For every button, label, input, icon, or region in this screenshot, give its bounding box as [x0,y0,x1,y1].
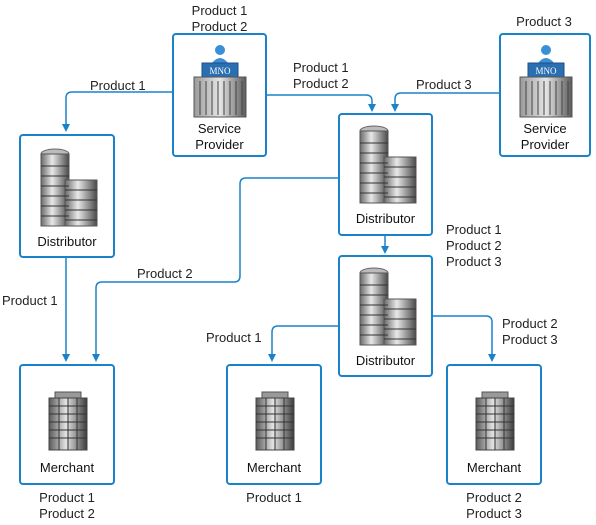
node-label-line: Merchant [39,460,95,475]
merchant-mid-products: Product 1 [226,490,322,506]
flow-label-line: Product 1 [90,78,146,93]
mno-badge-text: MNO [209,66,231,76]
caption-line: Product 3 [466,506,522,521]
flow-label-sp2-dist-center: Product 3 [416,77,472,93]
caption-line: Product 3 [516,14,572,29]
caption-line: Product 1 [191,3,248,18]
flow-label-dist-left-merchant-left: Product 1 [2,293,58,309]
office-building-icon [475,391,515,451]
connector-sp2-dist-center [391,92,499,112]
flow-label-dist-center-merchant-left: Product 2 [137,266,193,282]
sp1-products: Product 1 Product 2 [172,3,267,35]
connector-dist-lower-merchant-right [432,315,496,362]
merchant-node: Merchant [19,364,115,485]
mno-building-icon: MNO [193,45,247,118]
flow-label-line: Product 2 [446,238,502,253]
mno-building-icon: MNO [519,45,573,118]
office-towers-icon [40,148,98,227]
node-label: Distributor [21,234,113,250]
node-label: Merchant [21,460,113,476]
connector-sp1-dist-left [62,91,172,132]
node-label-line: Provider [195,137,244,152]
node-label: Distributor [340,353,431,369]
caption-line: Product 2 [191,19,248,34]
sp2-products: Product 3 [499,14,589,30]
flow-label-dist-lower-merchant-right: Product 2 Product 3 [502,316,558,348]
service-provider-node: MNO Service Provider [499,33,591,157]
caption-line: Product 2 [466,490,522,505]
flow-label-line: Product 2 [293,76,349,91]
node-label: Service Provider [174,121,265,153]
flow-label-dist-center-dist-lower: Product 1 Product 2 Product 3 [446,222,502,270]
mno-badge-text: MNO [535,66,557,76]
node-label-line: Distributor [37,234,97,249]
node-label: Merchant [448,460,540,476]
office-towers-icon [359,125,417,204]
flow-label-sp1-dist-left: Product 1 [90,78,146,94]
flow-label-line: Product 3 [502,332,558,347]
connector-sp1-dist-center [267,94,376,112]
distributor-node: Distributor [19,134,115,258]
flow-label-line: Product 1 [293,60,349,75]
flow-label-line: Product 3 [416,77,472,92]
merchant-right-products: Product 2 Product 3 [446,490,542,522]
node-label-line: Distributor [355,211,416,226]
node-label-line: Distributor [355,353,416,368]
flow-label-line: Product 3 [446,254,502,269]
node-label-line: Service [197,121,242,136]
node-label-line: Merchant [246,460,302,475]
node-label-line: Service [523,121,567,136]
flow-label-line: Product 2 [502,316,558,331]
flow-label-line: Product 1 [446,222,502,237]
office-building-icon [48,391,88,451]
flow-label-sp1-dist-center: Product 1 Product 2 [293,60,349,92]
office-towers-icon [359,267,417,346]
node-label: Merchant [228,460,320,476]
node-label-line: Merchant [466,460,522,475]
distributor-node: Distributor [338,255,433,377]
flow-label-line: Product 1 [206,330,262,345]
merchant-left-products: Product 1 Product 2 [19,490,115,522]
node-label-line: Provider [520,137,570,152]
connector-dist-center-merchant-left [92,177,338,362]
caption-line: Product 1 [39,490,95,505]
flow-label-line: Product 1 [2,293,58,308]
node-label: Distributor [340,211,431,227]
connector-dist-lower-merchant-mid [268,325,338,362]
merchant-node: Merchant [226,364,322,485]
distributor-node: Distributor [338,113,433,236]
merchant-node: Merchant [446,364,542,485]
office-building-icon [255,391,295,451]
caption-line: Product 2 [39,506,95,521]
node-label: Service Provider [501,121,589,153]
flow-label-line: Product 2 [137,266,193,281]
service-provider-node: MNO Service Provider [172,33,267,157]
caption-line: Product 1 [246,490,302,505]
flow-label-dist-lower-merchant-mid: Product 1 [206,330,262,346]
